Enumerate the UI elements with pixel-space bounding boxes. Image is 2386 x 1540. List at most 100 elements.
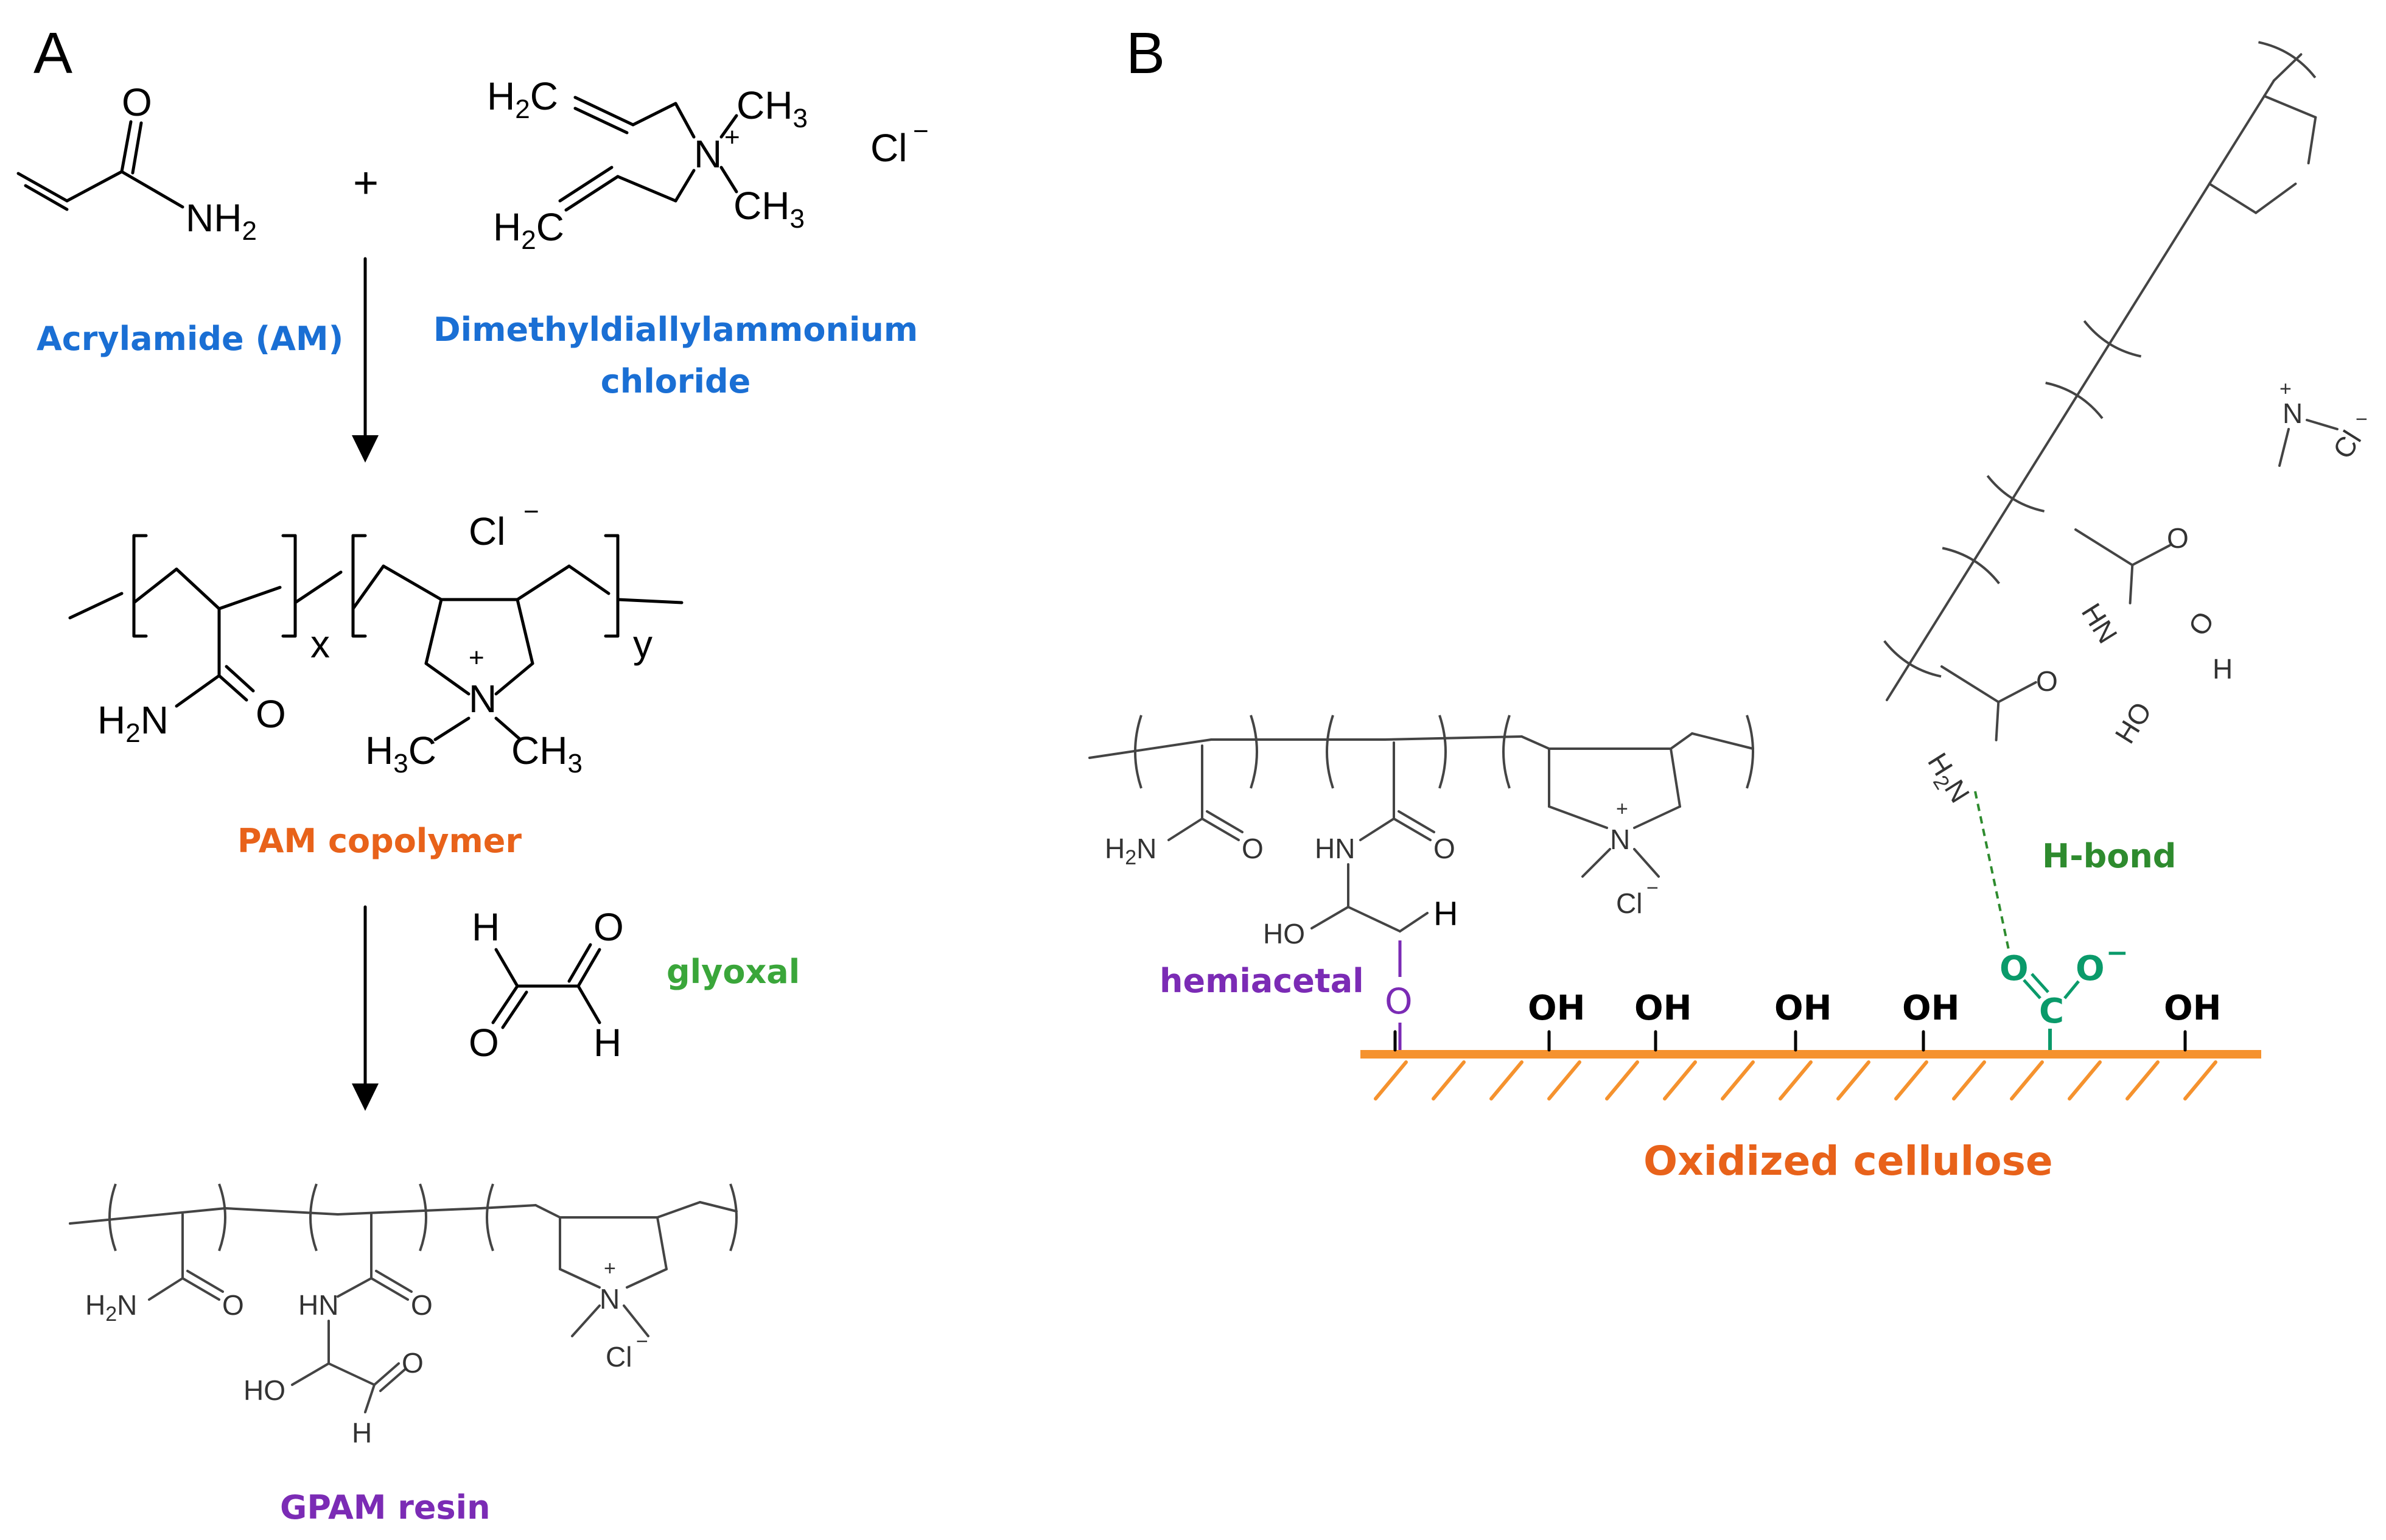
- dadmac-chloride-charge: −: [913, 116, 929, 146]
- hbond-label: H-bond: [2042, 837, 2176, 875]
- gpam-a-amide-o2: O: [411, 1289, 433, 1321]
- gpam-b-h2n: H2N: [1105, 833, 1156, 869]
- pam-chloride: Cl: [469, 509, 505, 553]
- pam-amide-h2n: H2N: [97, 698, 169, 748]
- hydroxyl-group-1: OH: [1528, 989, 1585, 1028]
- glyoxal-h-bottom: H: [593, 1021, 621, 1065]
- gpam-b-hn: HN: [1315, 833, 1355, 864]
- cellulose-hatch-mark: [1721, 1060, 1755, 1101]
- gpam-b-cl-charge: −: [1646, 877, 1659, 900]
- glyoxal-o-bottom: O: [469, 1021, 499, 1065]
- pam-copolymer-label: PAM copolymer: [237, 822, 522, 860]
- reaction-arrow-2: [352, 905, 379, 1111]
- cellulose-hatch-mark: [1432, 1060, 1466, 1101]
- gpam-r-h2n: H2N: [1917, 747, 1976, 811]
- glyoxal-o-top: O: [593, 905, 624, 949]
- gpam-a-ring-n: N: [600, 1283, 620, 1315]
- panel-letter-a: A: [33, 21, 72, 86]
- hydroxyl-group-2: OH: [1634, 989, 1692, 1028]
- gpam-a-h2n: H2N: [85, 1289, 137, 1326]
- hydroxyl-group-3: OH: [1774, 989, 1831, 1028]
- gpam-a-hn: HN: [298, 1289, 338, 1321]
- cellulose-hatch-mark: [1952, 1060, 1986, 1101]
- acrylamide-structure: O NH2: [16, 80, 257, 246]
- acrylamide-label: Acrylamide (AM): [37, 320, 343, 358]
- hydroxyl-group-5: OH: [2164, 989, 2221, 1028]
- dadmac-label-line2: chloride: [601, 362, 750, 401]
- cellulose-hatch-mark: [1894, 1060, 1928, 1101]
- carboxylate-o-right: O: [2076, 949, 2105, 989]
- plus-sign: +: [353, 159, 379, 208]
- gpam-r-amide-o2: O: [2167, 522, 2189, 554]
- pam-amide-oxygen: O: [256, 692, 286, 736]
- gpam-r-ring-n: N: [2283, 397, 2303, 429]
- gpam-b-cl: Cl: [1616, 887, 1642, 919]
- dadmac-label-line1: Dimethyldiallylammonium: [433, 310, 918, 349]
- dadmac-structure: H2C N + CH3 CH3 H2C Cl −: [487, 74, 929, 255]
- gpam-r-hn: HN: [2076, 598, 2124, 649]
- carboxylate-c: C: [2039, 992, 2064, 1031]
- dadmac-h2c-bottom: H2C: [493, 205, 564, 255]
- pam-ring-ch3: CH3: [511, 729, 583, 779]
- hemiacetal-oxygen: O: [1385, 981, 1413, 1022]
- gpam-a-cl: Cl: [606, 1341, 632, 1373]
- carboxylate-charge: −: [2106, 937, 2129, 968]
- gpam-a-ald-o: O: [402, 1347, 424, 1379]
- pam-ring-nitrogen: N: [469, 677, 497, 721]
- gpam-b-ring-n: N: [1610, 824, 1630, 855]
- dadmac-nitrogen: N: [694, 132, 722, 176]
- dadmac-ch3-bottom: CH3: [733, 184, 805, 234]
- cellulose-hatch-mark: [1547, 1060, 1581, 1101]
- gpam-b-ring-plus: +: [1616, 797, 1628, 821]
- reaction-arrow-1: [352, 257, 379, 463]
- cellulose-hatch-mark: [1836, 1060, 1870, 1101]
- gpam-r-ring-plus: +: [2279, 377, 2292, 401]
- cellulose-hatch-mark: [1605, 1060, 1639, 1101]
- cellulose-hatch-mark: [1779, 1060, 1813, 1101]
- pam-ring-h3c: H3C: [365, 729, 436, 779]
- cellulose-hatch-mark: [1489, 1060, 1524, 1101]
- cellulose-hatch-mark: [1374, 1060, 1408, 1101]
- gpam-r-ald-h: H: [2213, 653, 2233, 685]
- pam-chloride-charge: −: [523, 497, 539, 527]
- gpam-a-cl-charge: −: [636, 1330, 648, 1353]
- acrylamide-oxygen: O: [122, 80, 152, 124]
- gpam-r-ald-o: O: [2182, 606, 2220, 641]
- gpam-resin-structure-b-horizontal: O H2N O HN HO H N + Cl −: [1088, 715, 1754, 950]
- cellulose-hatch-mark: [2183, 1060, 2217, 1101]
- cellulose-hatch-mark: [2125, 1060, 2160, 1101]
- gpam-r-ho: HO: [2108, 696, 2158, 749]
- oxidized-cellulose-label: Oxidized cellulose: [1643, 1138, 2053, 1185]
- dadmac-chloride: Cl: [870, 126, 907, 170]
- carboxylate-group: O C O −: [1999, 937, 2129, 1031]
- hydroxyl-group-4: OH: [1902, 989, 1959, 1028]
- gpam-b-amide-o2: O: [1433, 833, 1455, 864]
- cellulose-hatch-mark: [2010, 1060, 2044, 1101]
- hemiacetal-label: hemiacetal: [1160, 962, 1364, 1000]
- panel-letter-b: B: [1126, 21, 1165, 86]
- gpam-r-amide-o: O: [2036, 665, 2058, 697]
- glyoxal-h-top: H: [472, 905, 500, 949]
- cellulose-hatch-mark: [1663, 1060, 1697, 1101]
- cellulose-hatch-mark: [2068, 1060, 2102, 1101]
- gpam-a-ho: HO: [243, 1374, 285, 1406]
- gpam-r-cl-charge: −: [2356, 408, 2368, 431]
- gpam-a-amide-o: O: [222, 1289, 244, 1321]
- gpam-resin-label: GPAM resin: [280, 1488, 491, 1527]
- glyoxal-label: glyoxal: [666, 953, 800, 991]
- dadmac-h2c-top: H2C: [487, 74, 558, 124]
- pam-copolymer-structure: x O H2N y N + H3C CH3 Cl −: [68, 497, 684, 779]
- pam-subscript-x: x: [310, 622, 330, 666]
- glyoxal-structure: H O O H: [469, 905, 624, 1065]
- pam-subscript-y: y: [633, 622, 652, 666]
- pam-ring-n-plus: +: [469, 643, 485, 673]
- gpam-b-ald-h: H: [1433, 894, 1458, 933]
- dadmac-ch3-top: CH3: [736, 83, 808, 133]
- cellulose-surface: [1360, 1029, 2261, 1101]
- gpam-a-ald-h: H: [352, 1417, 372, 1449]
- hemiacetal-link: O: [1385, 940, 1413, 1050]
- hydrogen-bond-line: [1974, 791, 2010, 950]
- gpam-b-amide-o: O: [1242, 833, 1264, 864]
- acrylamide-nh2: NH2: [186, 196, 257, 246]
